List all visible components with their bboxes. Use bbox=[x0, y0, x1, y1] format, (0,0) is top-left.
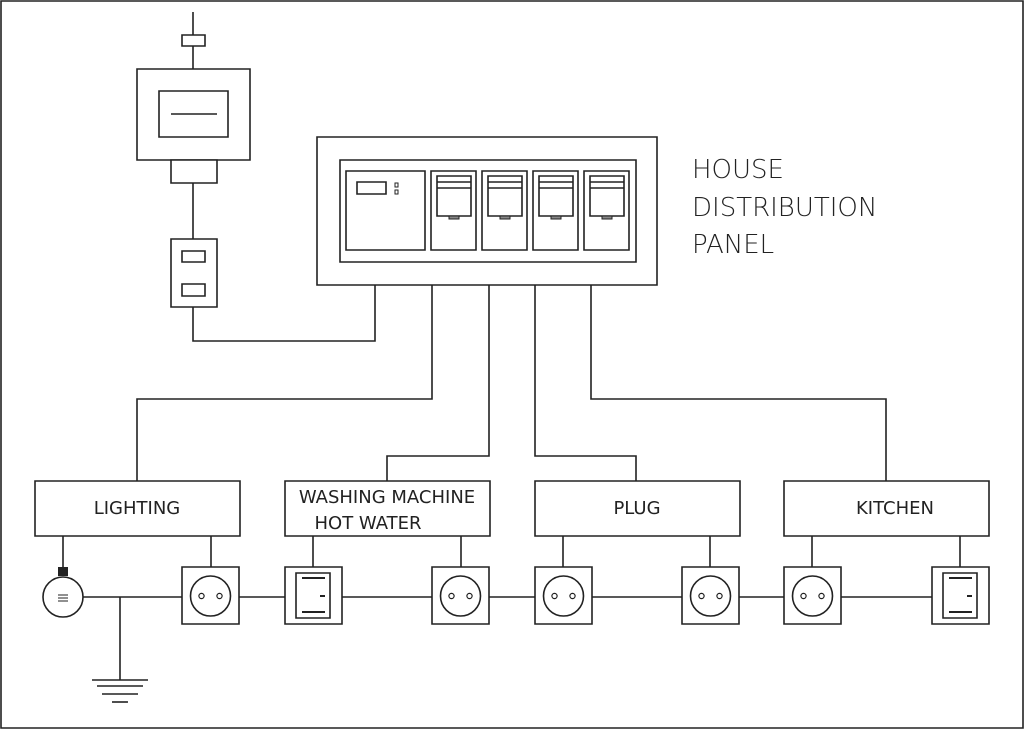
circuit-label: WASHING MACHINE bbox=[299, 487, 475, 508]
circuit-label: PLUG bbox=[613, 498, 660, 519]
light-bulb-icon bbox=[43, 536, 83, 617]
circuit-label: KITCHEN bbox=[856, 498, 934, 519]
main-breaker bbox=[171, 239, 217, 307]
panel-title-line-3: PANEL bbox=[692, 230, 774, 260]
wire-lighting bbox=[137, 285, 432, 481]
light-switch-icon bbox=[932, 567, 989, 624]
distribution-panel bbox=[317, 137, 657, 285]
circuit-kitchen: KITCHEN bbox=[784, 481, 989, 536]
circuit-lighting: LIGHTING bbox=[35, 481, 240, 536]
socket-outlet-icon bbox=[682, 567, 739, 624]
circuit-plug: PLUG bbox=[535, 481, 740, 536]
circuit-breaker-module bbox=[533, 171, 578, 250]
utility-meter bbox=[137, 12, 250, 239]
panel-title-line-1: HOUSE bbox=[692, 155, 784, 185]
socket-outlet-icon bbox=[182, 567, 239, 624]
wire-washing bbox=[387, 285, 489, 481]
service-fuse bbox=[182, 35, 205, 46]
socket-outlet-icon bbox=[432, 567, 489, 624]
circuit-label: LIGHTING bbox=[94, 498, 181, 519]
circuit-label: HOT WATER bbox=[314, 513, 421, 534]
circuit-breaker-module bbox=[482, 171, 527, 250]
circuit-breaker-module bbox=[584, 171, 629, 250]
feed-wire bbox=[193, 285, 375, 341]
wire-kitchen bbox=[591, 285, 886, 481]
ground-icon bbox=[92, 597, 148, 702]
circuit-breaker-module bbox=[431, 171, 476, 250]
panel-title-line-2: DISTRIBUTION bbox=[692, 193, 877, 223]
socket-outlet-icon bbox=[535, 567, 592, 624]
socket-outlet-icon bbox=[784, 567, 841, 624]
light-switch-icon bbox=[285, 567, 342, 624]
circuit-washing-machine: WASHING MACHINE HOT WATER bbox=[285, 481, 490, 536]
wire-plug bbox=[535, 285, 636, 481]
